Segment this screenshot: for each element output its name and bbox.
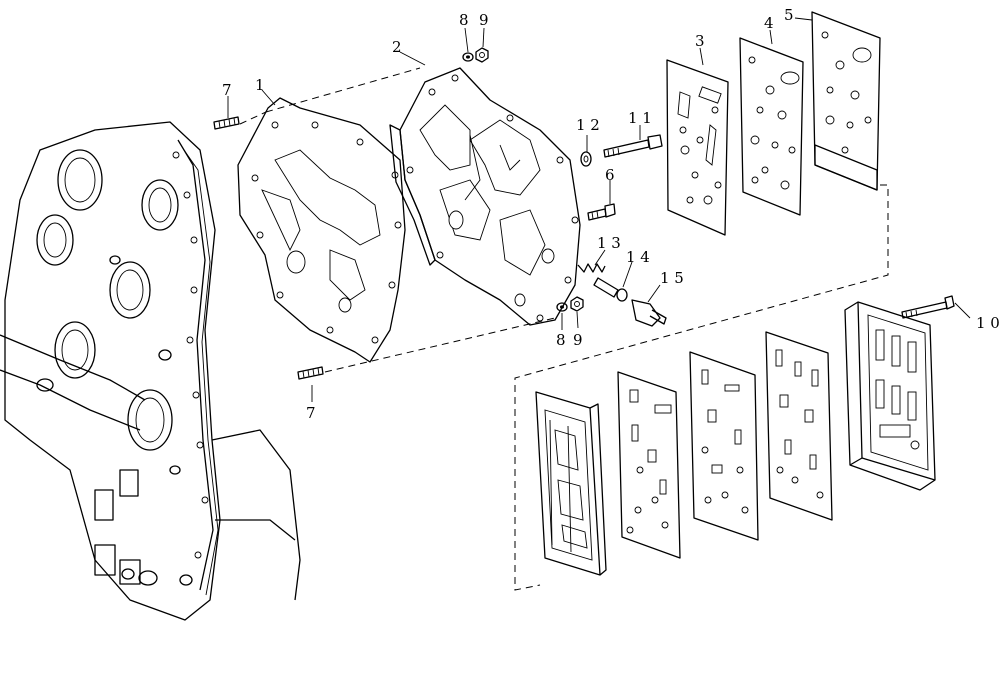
spring-13 (577, 263, 606, 273)
separator-plate-a (617, 371, 681, 559)
callout-15: 1 5 (660, 269, 684, 287)
callout-9-lower: 9 (573, 331, 583, 349)
separator-plate-b (689, 351, 759, 541)
plunger-14 (593, 277, 628, 302)
solenoid-15 (631, 299, 667, 327)
callout-1: 1 (255, 76, 265, 94)
valve-block-upper (844, 301, 936, 491)
callout-13: 1 3 (597, 234, 621, 252)
housing-flange-holes (172, 151, 209, 559)
nut-9-lower (570, 296, 584, 312)
callout-9-upper: 9 (479, 11, 489, 29)
housing-bosses (94, 255, 193, 586)
callout-14: 1 4 (626, 248, 650, 266)
gasket-4 (739, 37, 804, 216)
assembly-lines (239, 67, 889, 591)
gasket-3 (666, 59, 729, 236)
callout-2: 2 (392, 38, 402, 56)
bolt-11 (603, 134, 663, 158)
callout-5: 5 (784, 6, 794, 24)
gasket-1 (237, 97, 406, 363)
gasket-5 (811, 11, 881, 191)
callout-labels: 1 2 3 4 5 6 7 7 8 9 8 9 1 0 1 1 1 2 1 3 … (222, 6, 1000, 422)
callout-7-upper: 7 (222, 81, 232, 99)
callout-12: 1 2 (576, 116, 600, 134)
nut-9-upper (475, 47, 489, 63)
bolt-6 (587, 203, 616, 221)
callout-6: 6 (605, 166, 615, 184)
callout-8-upper: 8 (459, 11, 469, 29)
callout-11: 1 1 (628, 109, 652, 127)
callout-7-lower: 7 (306, 404, 316, 422)
leader-lines (227, 17, 971, 402)
housing-bores (36, 149, 179, 451)
callout-4: 4 (764, 14, 774, 32)
callout-8-lower: 8 (556, 331, 566, 349)
callout-10: 1 0 (976, 314, 1000, 332)
transmission-housing (0, 121, 301, 621)
washer-8-upper (462, 52, 474, 62)
stud-7-upper (213, 116, 240, 130)
valve-block-lower (535, 391, 607, 576)
washer-12 (580, 151, 592, 167)
washer-8-lower (556, 302, 568, 312)
stud-7-lower (297, 366, 324, 380)
bolt-10 (901, 295, 955, 319)
separator-plate-c (765, 331, 833, 521)
valve-body-plate-2 (389, 67, 581, 326)
callout-3: 3 (695, 32, 705, 50)
